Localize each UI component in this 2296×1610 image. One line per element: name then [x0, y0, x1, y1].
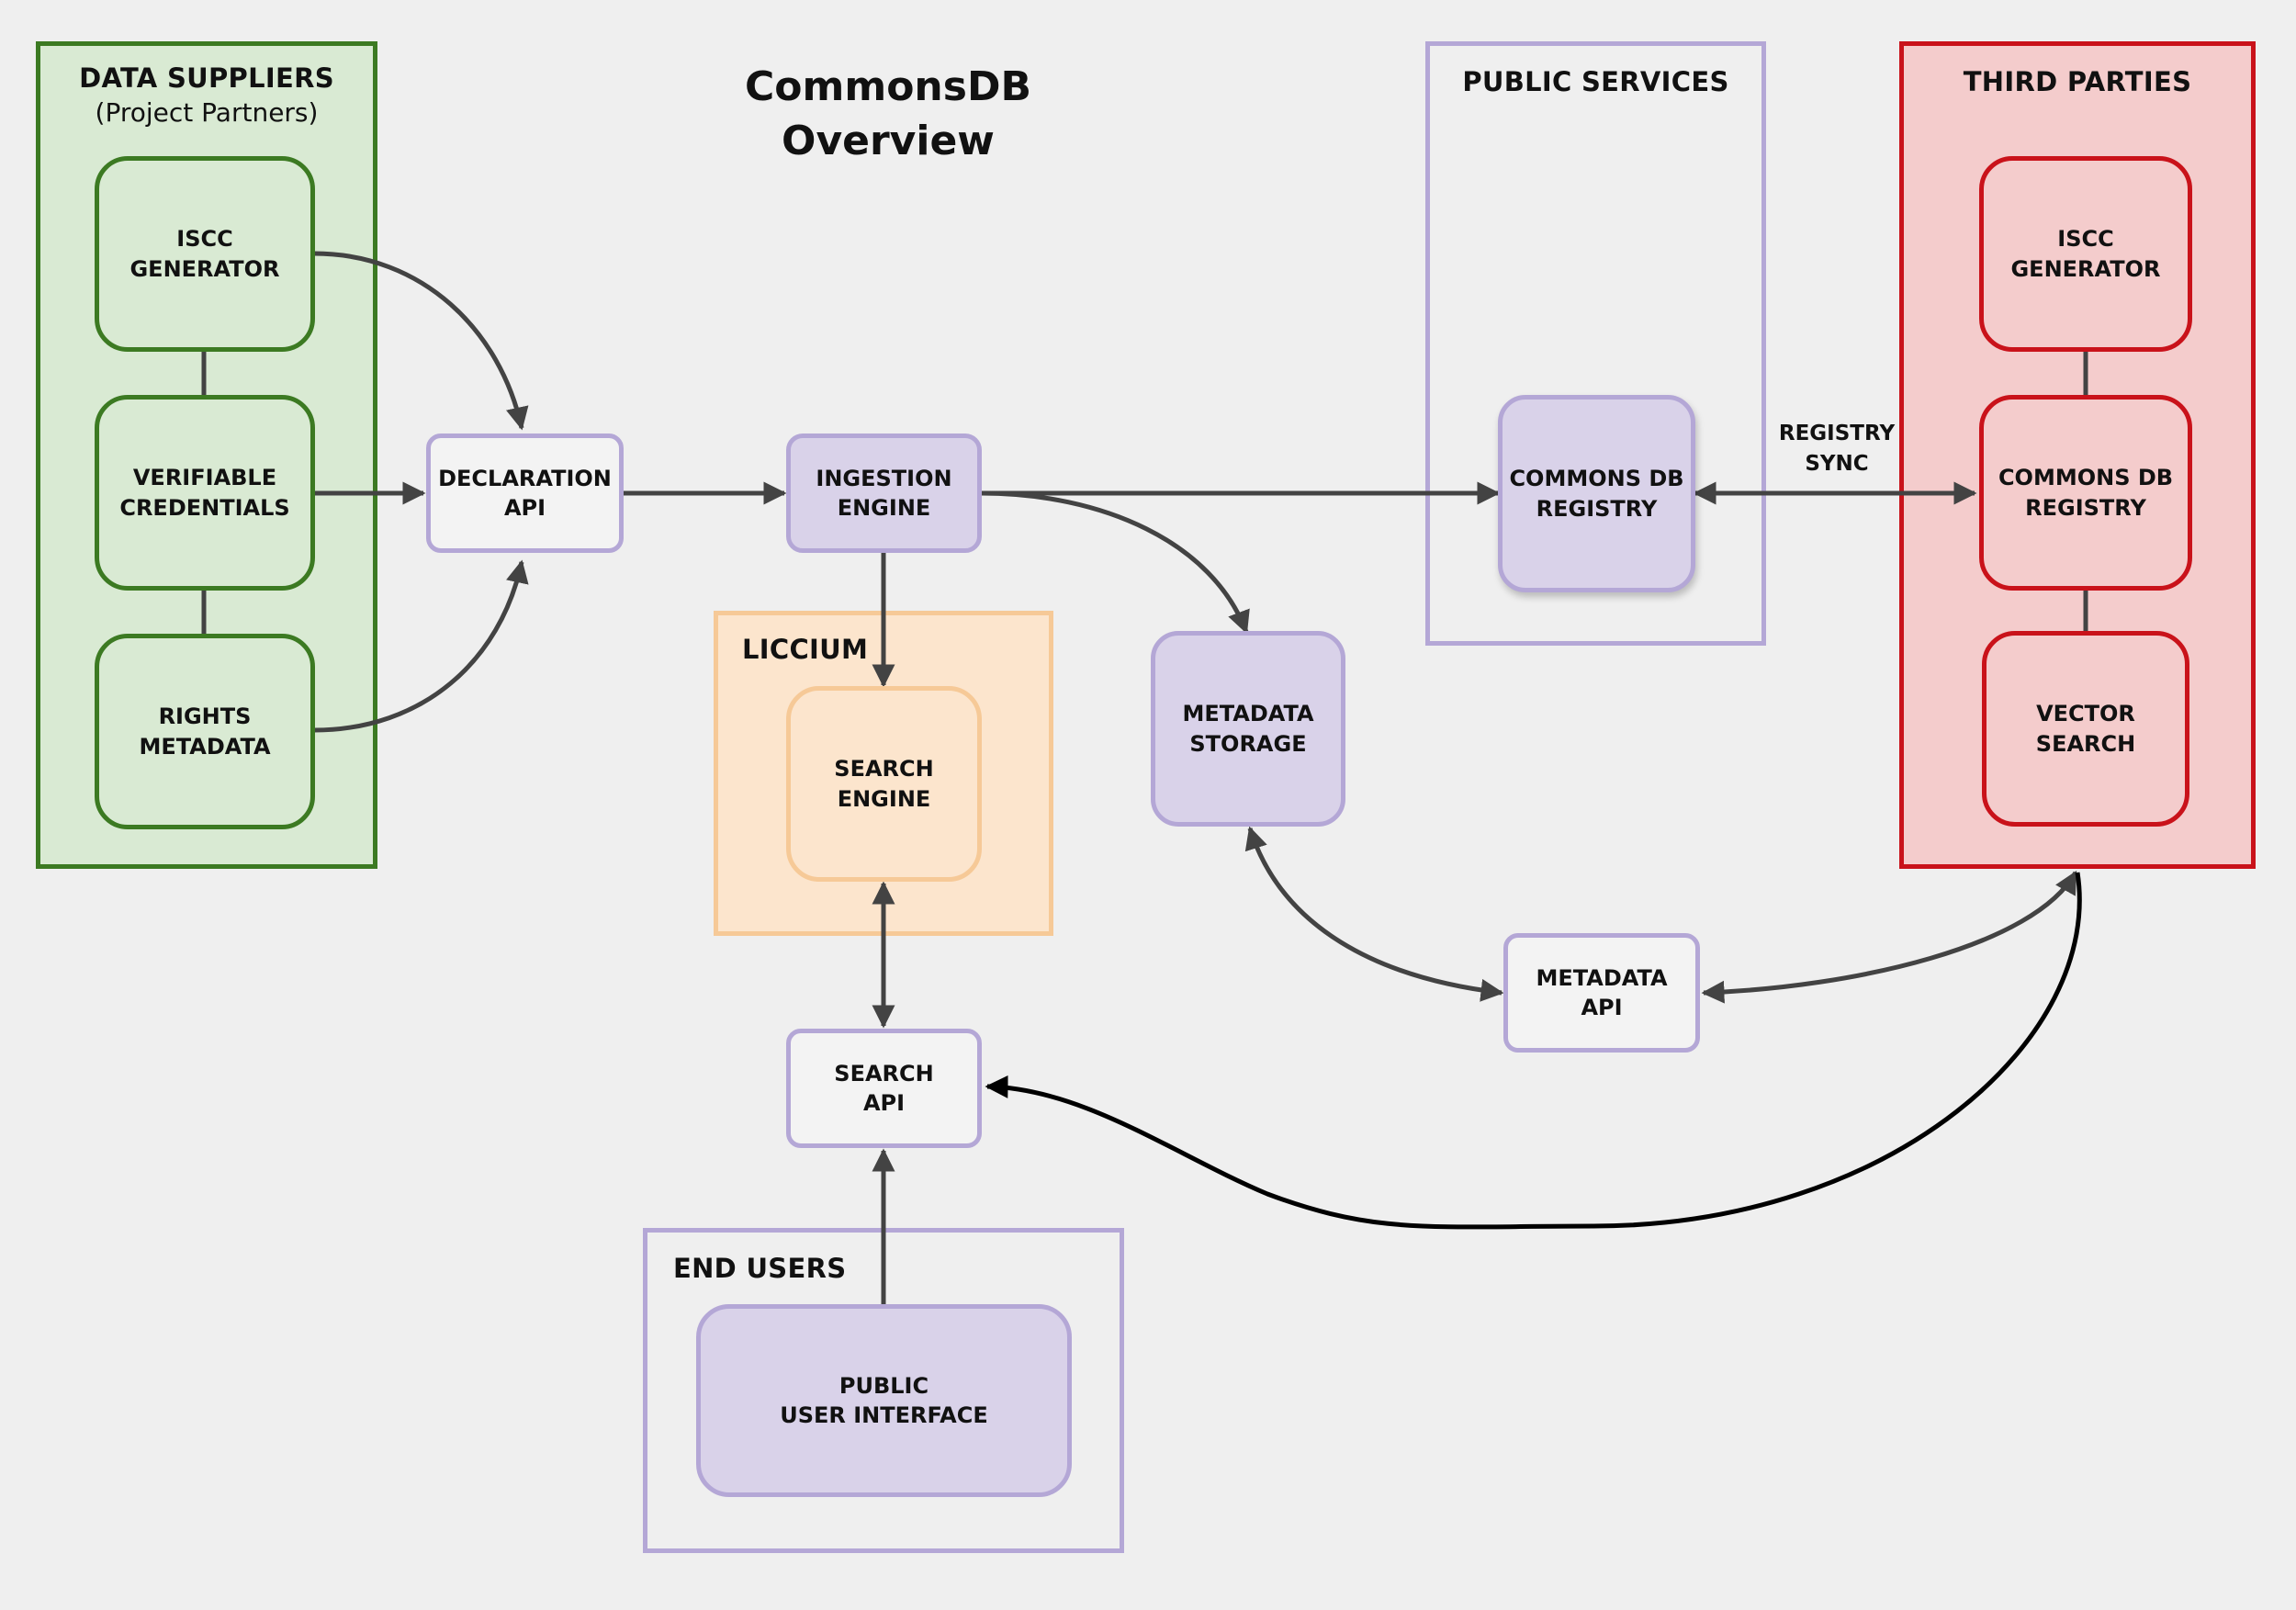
node-ds-rights-metadata-line1: RIGHTS: [158, 704, 252, 730]
node-public-commons-db-registry-line2: REGISTRY: [1536, 495, 1658, 522]
node-declaration-api-line2: API: [503, 495, 546, 521]
node-metadata-api-line1: METADATA: [1536, 964, 1668, 991]
node-search-api-line2: API: [862, 1090, 906, 1116]
group-public-services-label: PUBLIC SERVICES: [1462, 66, 1729, 97]
node-metadata-api-line2: API: [1581, 995, 1623, 1020]
arrow-third-parties-metadata-api: [1701, 870, 2078, 1004]
node-search-api: SEARCH API: [786, 1029, 982, 1148]
node-tp-vector-search-line2: SEARCH: [2035, 730, 2136, 757]
diagram-title: CommonsDB Overview: [714, 60, 1063, 169]
node-declaration-api-line1: DECLARATION: [438, 465, 612, 491]
node-public-commons-db-registry-line1: COMMONS DB: [1509, 466, 1684, 492]
node-tp-iscc-generator: ISCC GENERATOR: [1979, 156, 2192, 352]
node-search-engine-line2: ENGINE: [837, 785, 931, 812]
node-ds-verifiable-credentials-line1: VERIFIABLE: [132, 465, 277, 491]
node-ds-verifiable-credentials: VERIFIABLE CREDENTIALS: [95, 395, 315, 591]
node-ingestion-engine-line2: ENGINE: [837, 495, 931, 521]
node-ingestion-engine-line1: INGESTION: [816, 465, 952, 491]
node-public-user-interface-line2: USER INTERFACE: [780, 1402, 988, 1428]
node-metadata-storage-line1: METADATA: [1182, 701, 1314, 727]
group-liccium-label: LICCIUM: [742, 634, 869, 665]
group-data-suppliers-sublabel: (Project Partners): [95, 97, 319, 128]
node-search-engine-line1: SEARCH: [834, 756, 934, 782]
arrow-storage-metadata-api: [1244, 826, 1504, 1002]
node-tp-commons-db-registry: COMMONS DB REGISTRY: [1979, 395, 2192, 591]
node-public-commons-db-registry: COMMONS DB REGISTRY: [1498, 395, 1695, 592]
node-ds-iscc-generator-line2: GENERATOR: [129, 255, 280, 282]
diagram-title-line2: Overview: [782, 118, 995, 165]
node-tp-vector-search: VECTOR SEARCH: [1982, 631, 2189, 827]
node-tp-iscc-generator-line1: ISCC: [2057, 226, 2114, 253]
edge-label-registry-sync: REGISTRY SYNC: [1754, 419, 1919, 480]
group-data-suppliers-label: DATA SUPPLIERS: [79, 62, 334, 94]
node-search-engine: SEARCH ENGINE: [786, 686, 982, 882]
group-public-services: PUBLIC SERVICES: [1425, 41, 1766, 646]
node-tp-vector-search-line1: VECTOR: [2036, 701, 2135, 727]
arrow-iscc-to-declaration: [313, 251, 529, 431]
node-ds-verifiable-credentials-line2: CREDENTIALS: [119, 494, 290, 521]
node-ingestion-engine: INGESTION ENGINE: [786, 433, 982, 553]
arrow-third-parties-to-search-api: [985, 872, 2082, 1230]
node-public-user-interface: PUBLIC USER INTERFACE: [696, 1304, 1072, 1497]
node-metadata-api: METADATA API: [1503, 933, 1700, 1053]
arrow-rights-to-declaration: [313, 559, 529, 733]
diagram-title-line1: CommonsDB: [744, 63, 1032, 110]
edge-label-registry-sync-line2: SYNC: [1805, 452, 1869, 477]
node-tp-iscc-generator-line2: GENERATOR: [2010, 255, 2161, 282]
arrow-ingestion-to-storage: [980, 490, 1250, 635]
group-end-users-label: END USERS: [673, 1253, 847, 1284]
node-ds-iscc-generator-line1: ISCC: [176, 226, 233, 253]
node-metadata-storage: METADATA STORAGE: [1151, 631, 1345, 827]
node-ds-rights-metadata: RIGHTS METADATA: [95, 634, 315, 829]
group-third-parties-label: THIRD PARTIES: [1963, 66, 2192, 97]
node-declaration-api: DECLARATION API: [426, 433, 624, 553]
node-ds-iscc-generator: ISCC GENERATOR: [95, 156, 315, 352]
node-ds-rights-metadata-line2: METADATA: [139, 733, 271, 760]
node-tp-commons-db-registry-line1: COMMONS DB: [1998, 465, 2174, 491]
edge-label-registry-sync-line1: REGISTRY: [1778, 422, 1896, 445]
node-public-user-interface-line1: PUBLIC: [838, 1372, 929, 1399]
node-metadata-storage-line2: STORAGE: [1189, 730, 1307, 757]
node-search-api-line1: SEARCH: [834, 1060, 934, 1086]
node-tp-commons-db-registry-line2: REGISTRY: [2025, 494, 2146, 521]
